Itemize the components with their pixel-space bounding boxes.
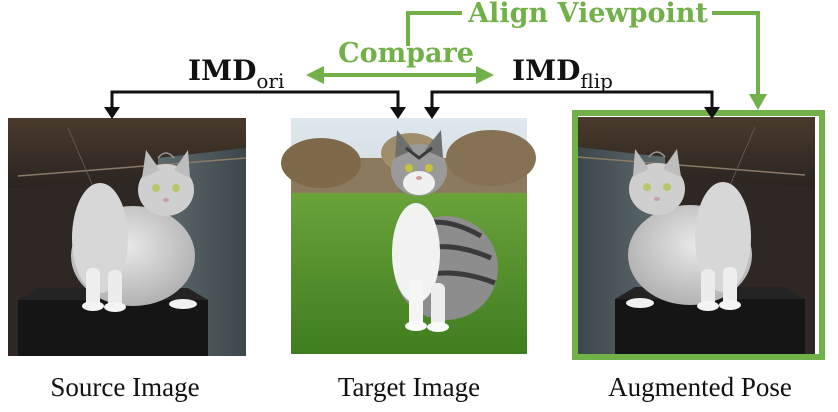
caption-augmented: Augmented Pose	[608, 372, 792, 402]
align-viewpoint-label: Align Viewpoint	[467, 0, 708, 29]
imd-flip-main: IMD	[512, 54, 580, 87]
arrowhead-target-left	[390, 107, 406, 119]
imd-flip-sub: flip	[580, 69, 613, 93]
arrowhead-source	[104, 107, 120, 119]
source-image	[7, 117, 247, 357]
imd-flip-label: IMDflip	[512, 54, 613, 93]
augmented-image	[572, 110, 825, 360]
arrowhead-target-right	[424, 107, 440, 119]
imd-flip-bracket	[430, 90, 714, 112]
align-viewpoint-arrow	[406, 11, 760, 96]
imd-ori-bracket	[110, 90, 400, 112]
compare-label: Compare	[338, 38, 474, 69]
caption-source: Source Image	[50, 372, 200, 402]
highlight-frame	[572, 110, 825, 360]
imd-ori-main: IMD	[188, 54, 256, 87]
compare-arrow	[306, 66, 494, 84]
target-image	[281, 118, 536, 354]
align-viewpoint-arrowhead	[749, 94, 767, 110]
arrowhead-augmented	[704, 107, 720, 119]
imd-ori-sub: ori	[256, 69, 284, 93]
caption-target: Target Image	[337, 372, 481, 402]
imd-ori-label: IMDori	[188, 54, 284, 93]
